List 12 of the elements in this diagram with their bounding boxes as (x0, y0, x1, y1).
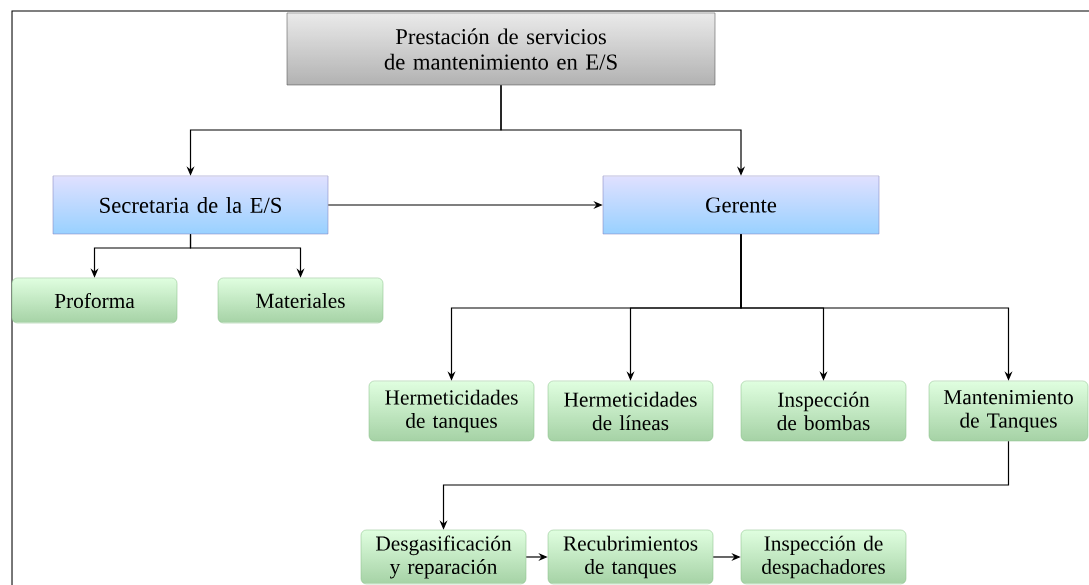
task-box: Desgasificación y reparación (360, 529, 527, 585)
task-box: Recubrimientos de tanques (547, 529, 714, 585)
task-box: Materiales (217, 277, 384, 324)
task-box: Hermeticidades de líneas (547, 380, 714, 442)
task-box: Mantenimiento de Tanques (928, 380, 1089, 442)
role-box: Gerente (602, 175, 880, 235)
task-box: Hermeticidades de tanques (368, 380, 535, 442)
task-box: Proforma (11, 277, 178, 324)
task-box: Inspección de despachadores (740, 529, 907, 585)
task-box: Inspección de bombas (740, 380, 907, 442)
process-box: Prestación de servicios de mantenimiento en E/S (286, 12, 716, 86)
role-box: Secretaria de la E/S (52, 175, 329, 235)
